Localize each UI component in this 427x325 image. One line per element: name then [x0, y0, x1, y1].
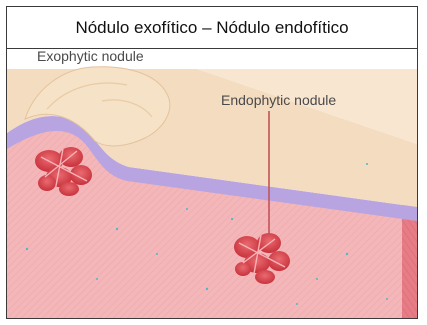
endophytic-label: Endophytic nodule [221, 92, 336, 108]
figure-title: Nódulo exofítico – Nódulo endofítico [7, 7, 417, 49]
skin-diagram-svg: Exophytic nodule Endophytic nodule [7, 49, 417, 318]
exophytic-label: Exophytic nodule [37, 49, 144, 64]
figure-frame: Nódulo exofítico – Nódulo endofítico [6, 6, 418, 319]
skin-cross-section-illustration: Exophytic nodule Endophytic nodule [7, 49, 417, 318]
